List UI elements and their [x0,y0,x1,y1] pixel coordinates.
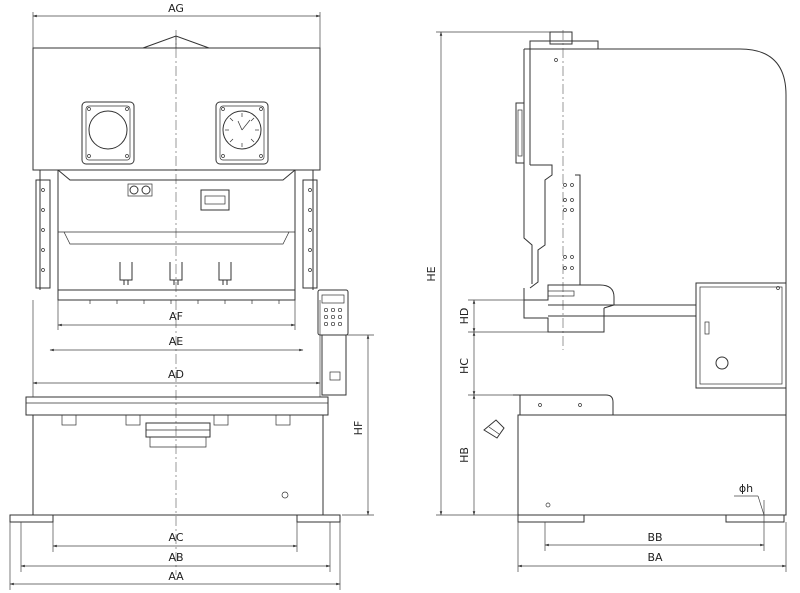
dimension-lines [9,12,374,590]
knockout-bars-icon [119,262,232,285]
dim-label-AC: AC [168,531,183,544]
dim-label-HB: HB [458,447,471,463]
dim-label-phi-h: ϕh [739,482,753,495]
dim-label-AD: AD [168,368,184,381]
die-cushion-icon [145,422,211,448]
angle-indicator-icon [215,101,269,165]
side-view: HE HD HC HB BB BA ϕh [425,30,787,572]
counter-display-icon [200,189,230,211]
side-gauge-icon [515,102,525,164]
control-panel-icon [317,289,349,396]
dim-label-BA: BA [647,551,663,564]
pressure-gauge-icon [81,101,135,165]
dim-label-BB: BB [647,531,662,544]
indicator-lamps-icon [127,183,153,197]
side-dimension-lines [436,31,787,572]
dim-label-AA: AA [168,570,184,583]
dim-label-HE: HE [425,266,438,281]
dim-label-AF: AF [169,310,183,323]
front-view: AG AF AE AD AC AB AA HF [9,2,374,590]
dim-label-HD: HD [458,308,471,325]
foot-pedal-icon [483,419,505,439]
dim-label-AG: AG [168,2,184,15]
dim-label-HC: HC [458,358,471,374]
electrical-cabinet-icon [695,282,787,389]
dim-label-AE: AE [169,335,184,348]
dim-label-AB: AB [168,551,183,564]
dim-label-HF: HF [352,421,365,436]
